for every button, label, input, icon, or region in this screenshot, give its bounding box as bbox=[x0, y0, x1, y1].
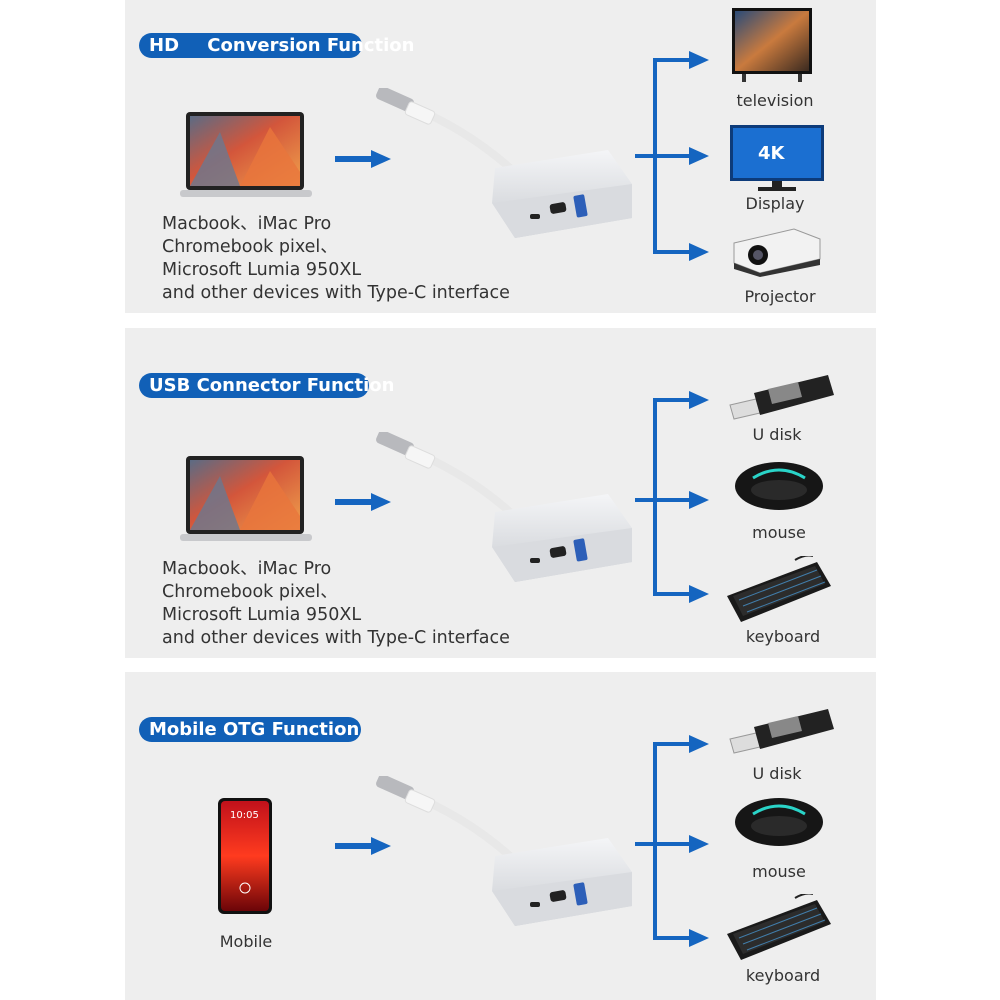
display-icon: 4K bbox=[730, 125, 824, 191]
usb-c-adapter-icon bbox=[376, 88, 632, 238]
keyboard-label: keyboard bbox=[745, 966, 821, 985]
keyboard-icon bbox=[727, 556, 831, 622]
mouse-label: mouse bbox=[752, 523, 806, 542]
usb-connector-panel: USB Connector Function Macbook、iMac Pro … bbox=[125, 328, 876, 658]
display-label: Display bbox=[745, 194, 805, 213]
hd-conversion-panel: HD Conversion Function Macbook、iMac Pro … bbox=[125, 0, 876, 313]
display-4k-badge: 4K bbox=[758, 143, 786, 164]
usb-disk-icon bbox=[729, 709, 834, 754]
u-disk-label: U disk bbox=[752, 425, 802, 444]
usb-disk-icon bbox=[729, 375, 834, 420]
usb-connector-title: USB Connector Function bbox=[139, 373, 394, 398]
keyboard-label: keyboard bbox=[745, 627, 821, 646]
mouse-icon bbox=[735, 462, 823, 510]
laptop-icon bbox=[180, 112, 312, 197]
output-arrows bbox=[635, 391, 709, 603]
usb-c-adapter-icon bbox=[376, 776, 632, 926]
laptop-icon bbox=[180, 456, 312, 541]
mouse-icon bbox=[735, 798, 823, 846]
source-devices-text: Macbook、iMac Pro Chromebook pixel、 Micro… bbox=[162, 559, 510, 648]
input-arrow-icon bbox=[335, 150, 391, 168]
conversion-function-label: Conversion Function bbox=[207, 35, 415, 56]
input-arrow-icon bbox=[335, 837, 391, 855]
input-arrow-icon bbox=[335, 493, 391, 511]
usb-c-adapter-icon bbox=[376, 432, 632, 582]
projector-icon bbox=[733, 228, 821, 277]
television-icon bbox=[732, 8, 812, 82]
mobile-phone-icon: 10:05 bbox=[218, 798, 272, 914]
output-arrows bbox=[635, 51, 709, 261]
hd-label: HD bbox=[149, 35, 180, 56]
television-label: television bbox=[736, 91, 814, 110]
mouse-label: mouse bbox=[752, 862, 806, 881]
projector-label: Projector bbox=[744, 287, 816, 306]
mobile-otg-title: Mobile OTG Function bbox=[139, 717, 361, 742]
keyboard-icon bbox=[727, 894, 831, 960]
u-disk-label: U disk bbox=[752, 764, 802, 783]
source-devices-text: Macbook、iMac Pro Chromebook pixel、 Micro… bbox=[162, 214, 510, 303]
output-arrows bbox=[635, 735, 709, 947]
phone-time: 10:05 bbox=[230, 810, 259, 821]
mobile-label: Mobile bbox=[219, 932, 273, 951]
mobile-otg-panel: Mobile OTG Function 10:05 Mobile U bbox=[125, 672, 876, 1000]
hd-conversion-title: HD Conversion Function bbox=[139, 33, 415, 58]
